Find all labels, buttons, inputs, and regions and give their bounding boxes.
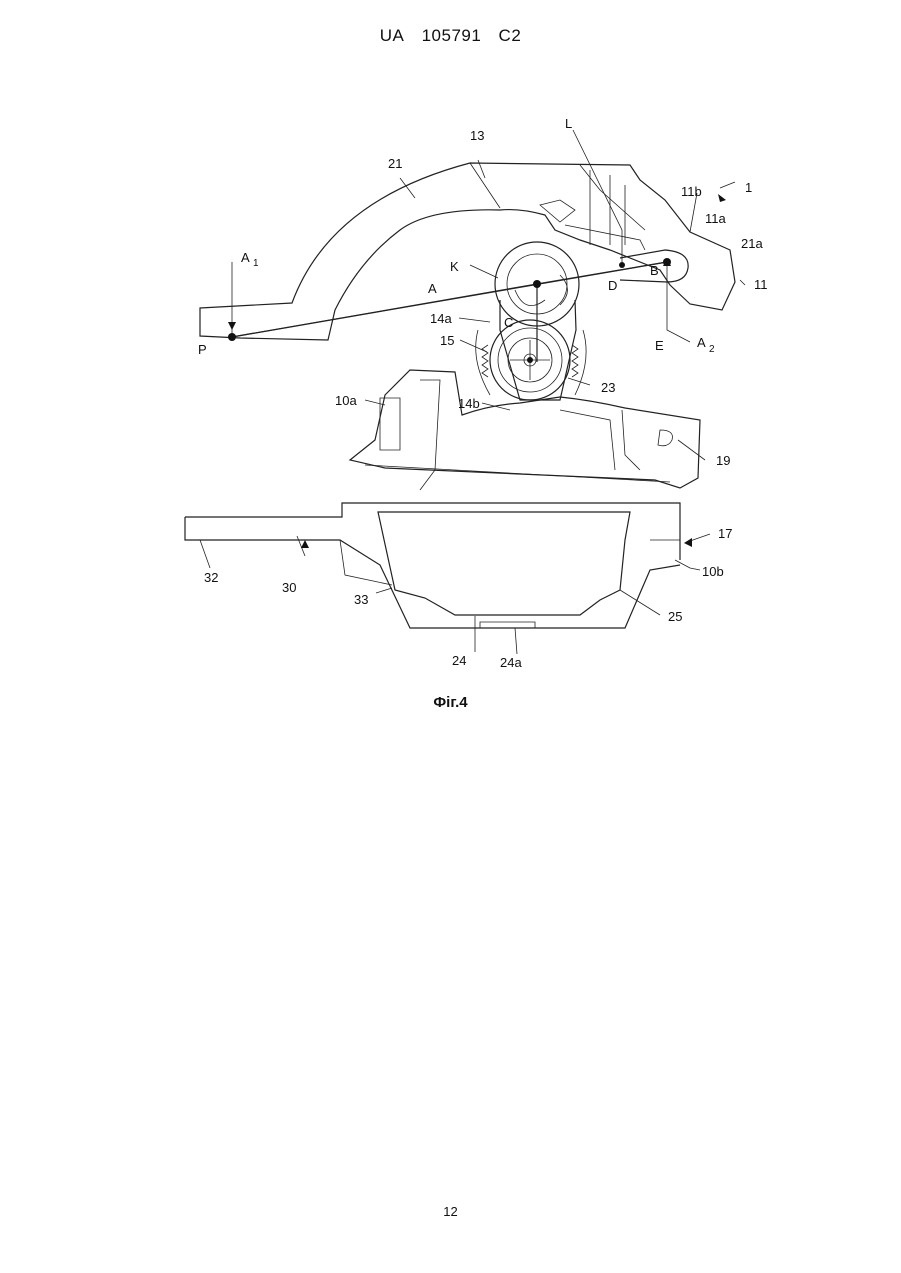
label-14b: 14b [458, 396, 480, 411]
label-A2: A [697, 335, 706, 350]
patent-figure: 21 13 L 11b 1 11a 21a K B 11 A 1 A D 14a… [0, 0, 901, 720]
label-1: 1 [745, 180, 752, 195]
figure-drawing: 21 13 L 11b 1 11a 21a K B 11 A 1 A D 14a… [0, 0, 901, 720]
label-33: 33 [354, 592, 368, 607]
label-13: 13 [470, 128, 484, 143]
label-17: 17 [718, 526, 732, 541]
label-L: L [565, 116, 572, 131]
label-21a: 21a [741, 236, 763, 251]
figure-caption: Фіг.4 [0, 694, 901, 711]
label-30: 30 [282, 580, 296, 595]
label-K: K [450, 259, 459, 274]
label-24a: 24a [500, 655, 522, 670]
label-11b: 11b [681, 184, 702, 199]
label-A1: A [241, 250, 250, 265]
label-14a: 14a [430, 311, 452, 326]
label-A1-sub: 1 [253, 258, 259, 269]
label-24: 24 [452, 653, 466, 668]
label-E: E [655, 338, 664, 353]
label-23: 23 [601, 380, 615, 395]
label-A: A [428, 281, 437, 296]
label-D: D [608, 278, 617, 293]
label-19: 19 [716, 453, 730, 468]
label-B: B [650, 263, 659, 278]
label-15: 15 [440, 333, 454, 348]
label-32: 32 [204, 570, 218, 585]
label-C: C [504, 315, 513, 330]
label-A2-sub: 2 [709, 344, 715, 355]
label-21: 21 [388, 156, 402, 171]
label-11a: 11a [705, 211, 726, 226]
label-10b: 10b [702, 564, 724, 579]
label-11: 11 [754, 277, 768, 292]
page-number: 12 [0, 1204, 901, 1219]
label-P: P [198, 342, 207, 357]
label-10a: 10a [335, 393, 357, 408]
label-25: 25 [668, 609, 682, 624]
